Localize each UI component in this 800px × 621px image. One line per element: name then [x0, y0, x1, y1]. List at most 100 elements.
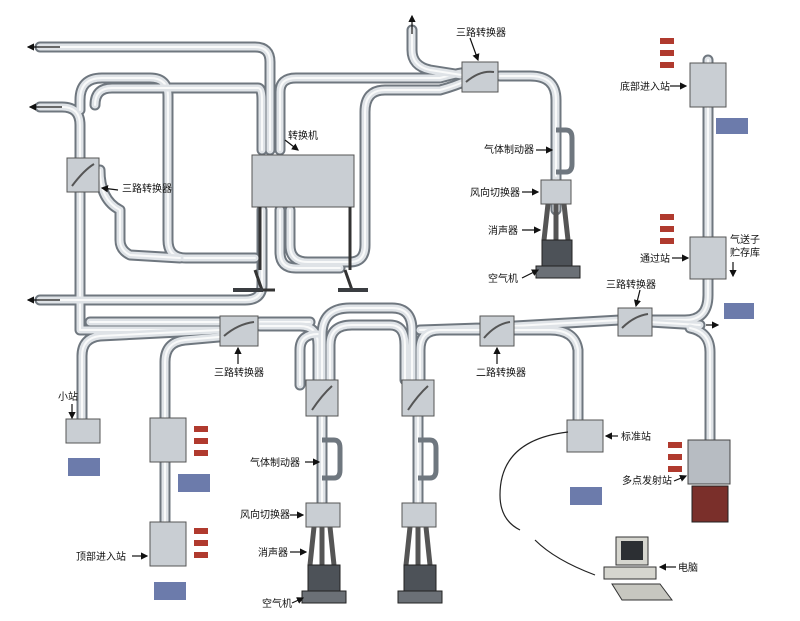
air-brake-lower-right [418, 437, 439, 481]
label-air-brake-bottom: 气体制动器 [250, 456, 300, 469]
pipe-center-right-highlight [419, 329, 481, 383]
pipe-center-arch2-inner [326, 321, 409, 386]
diverter-plate-right [338, 288, 368, 292]
blower-top-body [541, 239, 573, 267]
equipment [65, 38, 754, 604]
wind-switch-lower-right [401, 502, 437, 528]
pipe-to-multipoint-highlight [689, 327, 711, 441]
pipe-center-loop2-highlight [299, 333, 319, 386]
three-way-left-box [66, 157, 100, 193]
standard-station-box [566, 419, 604, 453]
pipe-right-down-inner [646, 271, 712, 324]
bottom-entry-station-box [689, 62, 727, 108]
pipe-center-arch2-highlight [329, 324, 406, 383]
silencer-top [541, 203, 571, 241]
label-diverter-main: 转换机 [288, 129, 318, 142]
arrow-multi-point [673, 474, 688, 482]
blower-lower-right-base [397, 590, 443, 604]
blower-lower-left-body [307, 564, 341, 592]
carrier-stack-2 [660, 214, 674, 244]
pass-through-station-box [689, 236, 727, 280]
pipe-left-loop2-inner [91, 84, 266, 154]
three-way-top-box [461, 61, 499, 93]
computer-keyboard [611, 583, 673, 601]
basket-6 [570, 487, 602, 505]
pipe-center-top-arch-highlight [321, 307, 413, 383]
arrow-blower-top [521, 269, 540, 279]
arrow-three-way-right [633, 289, 641, 308]
flow-arrows [26, 14, 737, 604]
pipe-upper-left-highlight [39, 106, 221, 331]
labels: 三路转换器 转换机 三路转换器 气体制动器 风向切换器 消声器 空气机 底部进入… [58, 26, 760, 610]
label-multi-point-station: 多点发射站 [622, 474, 672, 487]
pipe-left-loop2-highlight [94, 87, 263, 151]
carrier-stack-4 [194, 528, 208, 558]
basket-2 [724, 303, 754, 319]
arrow-three-way-top [469, 37, 480, 62]
air-brake-lower-left [322, 437, 343, 481]
carrier-stack-1 [660, 38, 674, 68]
arrow-diverter [284, 139, 299, 151]
pipe-left-loop2 [89, 82, 268, 156]
air-brake-top [556, 127, 575, 175]
small-station-box [65, 418, 101, 444]
pipe-to-standard-highlight [509, 329, 579, 421]
label-small-station: 小站 [58, 390, 78, 403]
diverter-plate-left [233, 288, 263, 292]
three-way-top-inner [465, 70, 495, 83]
carrier-stack-3 [194, 426, 208, 456]
pipe-lower-left-exit-highlight [39, 209, 263, 301]
pipe-top-right-inner [496, 72, 560, 184]
label-two-way: 二路转换器 [476, 366, 526, 379]
top-entry-station-upper [149, 417, 187, 463]
pipe-to-top-entry-highlight [164, 335, 231, 561]
pipe-center-arch2 [324, 319, 411, 388]
label-wind-switch-bottom: 风向切换器 [240, 508, 290, 521]
label-wind-switch-top: 风向切换器 [470, 186, 520, 199]
label-standard-station: 标准站 [621, 430, 651, 443]
multi-point-station-box [687, 439, 731, 485]
computer-cable [499, 431, 596, 576]
label-carrier-store-1: 气送子 [730, 233, 760, 246]
label-three-way-left: 三路转换器 [122, 182, 172, 195]
arrow-blower-bottom [291, 597, 305, 604]
wind-switch-lower-left [305, 502, 341, 528]
pipe-top-exit-highlight [39, 46, 271, 151]
wind-switch-top [540, 179, 572, 205]
label-air-brake-top: 气体制动器 [484, 143, 534, 156]
computer-screen [621, 541, 643, 560]
basket-1 [716, 118, 748, 134]
blower-lower-left-base [301, 590, 347, 604]
basket-5 [154, 582, 186, 600]
two-way-box [479, 315, 515, 347]
label-bottom-entry-station: 底部进入站 [620, 80, 670, 93]
label-top-entry-station: 顶部进入站 [76, 550, 126, 563]
pipe-top-right-highlight [499, 75, 557, 181]
pipe-top-right [494, 70, 562, 186]
multi-point-station-carriers [691, 485, 729, 523]
label-pass-through-station: 通过站 [640, 252, 670, 265]
three-way-middle-box [219, 315, 259, 347]
pipe-center-down-highlight [279, 209, 341, 269]
pipe-to-multipoint-inner [686, 324, 714, 444]
carrier-stack-5 [668, 442, 682, 472]
diverter-main-box [251, 154, 355, 208]
pipe-network [34, 24, 716, 566]
silencer-lower-left [307, 526, 337, 566]
silencer-lower-right [403, 526, 433, 566]
label-three-way-middle: 三路转换器 [214, 366, 264, 379]
pipe-up-exit-highlight [411, 29, 469, 77]
blower-top-base [535, 265, 581, 279]
computer-case [603, 566, 657, 580]
label-silencer-top: 消声器 [488, 224, 518, 237]
label-computer: 电脑 [678, 561, 698, 574]
arrow-three-way-left [100, 185, 119, 193]
blower-lower-right-body [403, 564, 437, 592]
pipe-main-horizontal4-highlight [649, 321, 701, 326]
label-carrier-store-2: 贮存库 [730, 246, 760, 259]
pipe-left-loop-highlight [79, 77, 256, 259]
top-entry-station-lower [149, 521, 187, 567]
label-three-way-top: 三路转换器 [456, 26, 506, 39]
basket-4 [178, 474, 210, 492]
